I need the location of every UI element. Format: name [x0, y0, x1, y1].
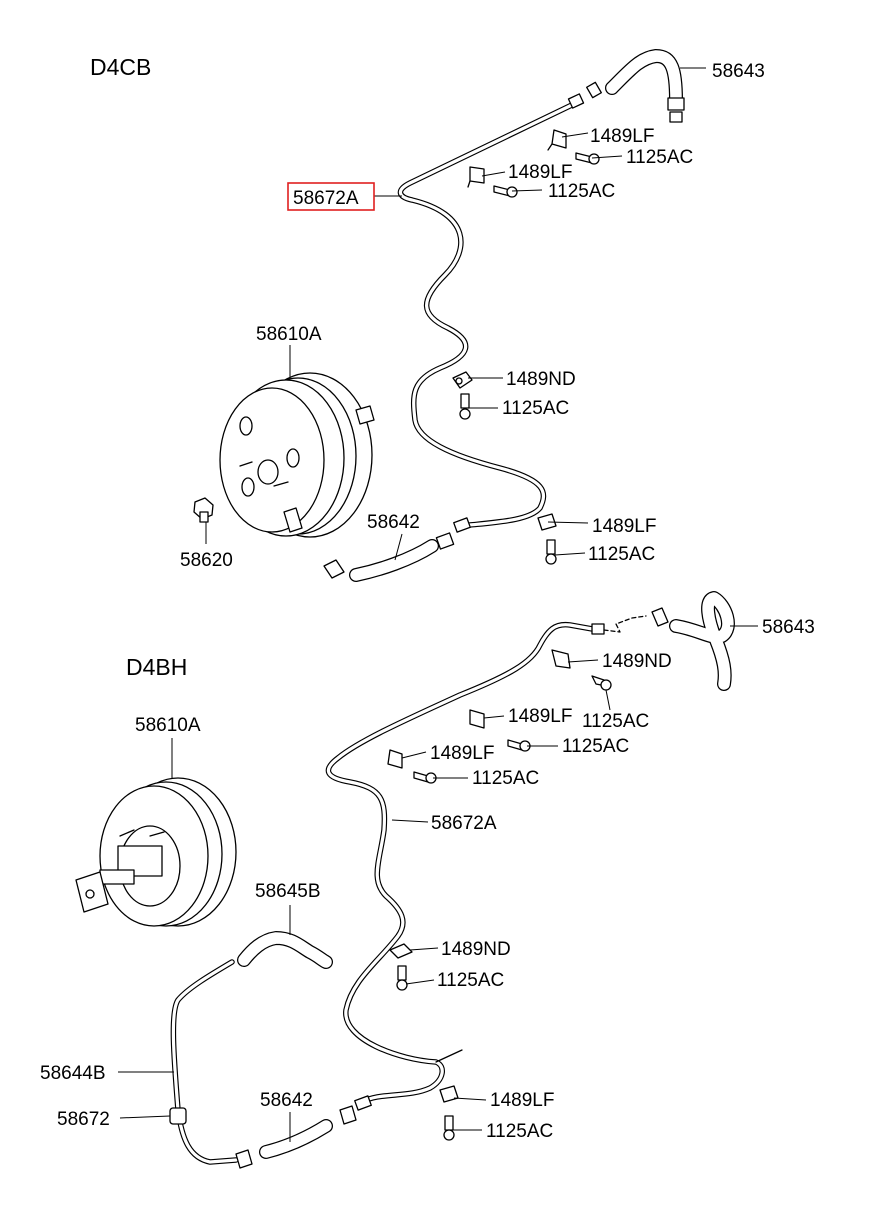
- label-58642-bottom: 58642: [260, 1090, 313, 1111]
- leaders-bottom: [118, 625, 758, 1142]
- clip-top-3: [537, 513, 557, 531]
- label-1125ac-bottom-4: 1125AC: [437, 970, 504, 991]
- label-1125ac-bottom-5: 1125AC: [486, 1121, 553, 1142]
- clip-top-nd: [452, 371, 473, 389]
- label-58644b: 58644B: [40, 1063, 106, 1084]
- bolt-top-nd: [459, 393, 471, 420]
- brake-booster-bottom: [75, 777, 237, 927]
- bolt-bottom-4: [396, 965, 408, 991]
- bolt-top-2: [493, 185, 518, 198]
- label-58610a-top: 58610A: [256, 324, 322, 345]
- label-58643-top: 58643: [712, 61, 765, 82]
- label-1125ac-top-2: 1125AC: [548, 181, 615, 202]
- hose-58642-top: [323, 517, 471, 582]
- label-58672: 58672: [57, 1109, 110, 1130]
- bolt-bottom-1: [591, 675, 612, 691]
- label-1489lf-bottom-1: 1489LF: [508, 706, 572, 727]
- connector-58672: [169, 1107, 187, 1125]
- label-1489lf-top-1: 1489LF: [590, 126, 654, 147]
- label-1489nd-top: 1489ND: [506, 369, 576, 390]
- label-1125ac-bottom-2: 1125AC: [562, 736, 629, 757]
- label-58642-top: 58642: [367, 512, 420, 533]
- label-1125ac-top-nd: 1125AC: [502, 398, 569, 419]
- bolt-bottom-2: [507, 739, 531, 752]
- label-1125ac-top-3: 1125AC: [588, 544, 655, 565]
- vacuum-tube-top: [397, 93, 585, 528]
- bolt-top-3: [545, 539, 557, 565]
- bolt-bottom-5: [443, 1115, 455, 1141]
- hose-58643-top: [586, 49, 685, 123]
- label-58610a-bottom: 58610A: [135, 715, 201, 736]
- label-1489lf-bottom-2: 1489LF: [430, 743, 494, 764]
- vacuum-tube-bottom: [325, 615, 647, 1105]
- label-1125ac-bottom-1: 1125AC: [582, 711, 649, 732]
- label-1125ac-bottom-3: 1125AC: [472, 768, 539, 789]
- label-1489lf-bottom-3: 1489LF: [490, 1090, 554, 1111]
- clip-bottom-nd-1: [551, 649, 571, 669]
- hose-58645b: [237, 931, 333, 969]
- section-title-d4bh: D4BH: [126, 654, 187, 680]
- section-title-d4cb: D4CB: [90, 54, 151, 80]
- clip-bottom-3: [439, 1085, 459, 1103]
- label-58645b: 58645B: [255, 881, 321, 902]
- label-1489nd-bottom-2: 1489ND: [441, 939, 511, 960]
- clip-bottom-2: [387, 749, 403, 769]
- clip-top-1: [547, 129, 567, 151]
- highlight-box: [287, 182, 375, 211]
- label-1125ac-top-1: 1125AC: [626, 147, 693, 168]
- label-1489lf-top-3: 1489LF: [592, 516, 656, 537]
- brake-booster-top: [219, 372, 375, 538]
- label-58643-bottom: 58643: [762, 617, 815, 638]
- label-58620: 58620: [180, 550, 233, 571]
- hose-58644b: [170, 959, 239, 1165]
- label-1489nd-bottom-1: 1489ND: [602, 651, 672, 672]
- clip-bottom-nd-2: [389, 943, 413, 959]
- clip-top-2: [467, 166, 485, 188]
- hose-58642-bottom: [235, 1095, 372, 1169]
- label-58672a-bottom: 58672A: [431, 813, 497, 834]
- bolt-top-1: [575, 152, 600, 165]
- hose-58643-bottom: [651, 591, 735, 691]
- leaders-top: [205, 67, 706, 561]
- label-58672a-top: 58672A: [293, 188, 359, 209]
- check-valve-58620: [193, 497, 214, 523]
- clip-bottom-1: [469, 709, 485, 729]
- label-1489lf-top-2: 1489LF: [508, 162, 572, 183]
- bolt-bottom-3: [413, 771, 437, 784]
